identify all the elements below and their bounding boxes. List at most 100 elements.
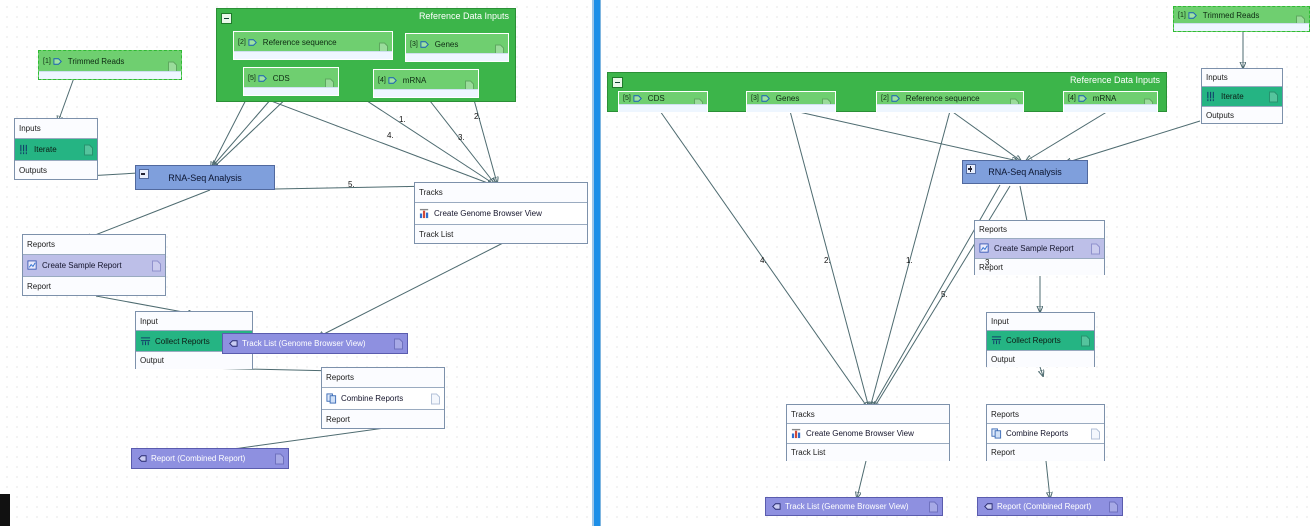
input-value-slot[interactable]: [406, 53, 508, 61]
input-chip-reference-sequence-right[interactable]: [2] Reference sequence: [876, 91, 1024, 113]
input-value-slot[interactable]: [374, 89, 478, 97]
input-chip-trimmed-reads-left[interactable]: [1] Trimmed Reads: [38, 50, 182, 80]
ports-report-label: Report: [23, 276, 165, 295]
input-chip-trimmed-reads-right[interactable]: [1] Trimmed Reads: [1173, 6, 1310, 32]
input-value-slot[interactable]: [234, 51, 392, 59]
input-index: [3]: [410, 40, 418, 48]
input-chip-cds-right[interactable]: [5] CDS: [618, 91, 708, 113]
node-body-genome-browser[interactable]: Create Genome Browser View: [415, 203, 587, 224]
input-value-slot[interactable]: [747, 104, 835, 112]
iterate-icon: [1206, 91, 1217, 102]
ports-tracks-label: Tracks: [787, 405, 949, 424]
node-label: Collect Reports: [1006, 336, 1061, 345]
edge-label-2-left: 2.: [474, 112, 481, 121]
input-chip-genes[interactable]: [3] Genes: [405, 33, 509, 62]
node-label: Create Genome Browser View: [434, 209, 542, 218]
pane-divider-scrollbar[interactable]: [594, 0, 600, 526]
ports-inputs-label: Inputs: [15, 119, 97, 139]
node-iterate-right[interactable]: Inputs Iterate Outputs: [1201, 68, 1283, 124]
pane-divider-line: [592, 0, 594, 526]
node-body-iterate[interactable]: Iterate: [15, 139, 97, 160]
document-icon: [152, 260, 161, 271]
ports-track-list-label: Track List: [787, 443, 949, 461]
node-body-iterate[interactable]: Iterate: [1202, 87, 1282, 106]
node-body-combine-reports[interactable]: Combine Reports: [322, 388, 444, 409]
combine-reports-icon: [991, 428, 1002, 439]
input-index: [2]: [238, 38, 246, 46]
input-chip-genes-right[interactable]: [3] Genes: [746, 91, 836, 113]
input-chip-cds[interactable]: [5] CDS: [243, 67, 339, 96]
input-chip-mrna[interactable]: [4] mRNA: [373, 69, 479, 98]
input-index: [4]: [378, 76, 386, 84]
node-collect-reports-right[interactable]: Input Collect Reports Output: [986, 312, 1095, 367]
input-index: [2]: [881, 95, 889, 102]
input-value-slot[interactable]: [244, 87, 338, 95]
input-value-slot[interactable]: [1174, 23, 1309, 31]
input-value-slot[interactable]: [39, 71, 181, 79]
node-label: Create Sample Report: [994, 244, 1074, 253]
ports-inputs-label: Inputs: [1202, 69, 1282, 87]
expand-plus-icon[interactable]: [966, 164, 976, 174]
output-chip-track-list-genome-browser-view-left[interactable]: Track List (Genome Browser View): [222, 333, 408, 354]
edge-label-1-right: 1.: [906, 256, 913, 265]
node-body-genome-browser[interactable]: Create Genome Browser View: [787, 424, 949, 443]
node-iterate-left[interactable]: Inputs Iterate Outputs: [14, 118, 98, 180]
output-chip-report-combined-report-left[interactable]: Report (Combined Report): [131, 448, 289, 469]
iterate-icon: [19, 144, 30, 155]
input-index: [1]: [43, 58, 51, 65]
node-body-combine-reports[interactable]: Combine Reports: [987, 424, 1104, 443]
node-body-sample-report[interactable]: Create Sample Report: [975, 239, 1104, 258]
node-rna-seq-analysis-left[interactable]: RNA-Seq Analysis: [135, 165, 275, 190]
ports-track-list-label: Track List: [415, 224, 587, 243]
node-create-genome-browser-view-right[interactable]: Tracks Create Genome Browser View Track …: [786, 404, 950, 461]
input-arrow-icon: [388, 75, 399, 86]
node-create-sample-report-right[interactable]: Reports Create Sample Report Report: [974, 220, 1105, 275]
node-label: Create Sample Report: [42, 261, 122, 270]
document-icon: [84, 144, 93, 155]
document-icon: [929, 501, 938, 512]
document-icon: [325, 76, 334, 89]
collapse-minus-icon[interactable]: [612, 77, 623, 88]
input-value-slot[interactable]: [619, 104, 707, 112]
collapse-minus-icon[interactable]: [139, 169, 149, 179]
document-icon: [1091, 243, 1100, 254]
edge-label-1-left: 1.: [399, 115, 406, 124]
ports-output-label: Output: [987, 350, 1094, 367]
group-reference-data-inputs-right[interactable]: Reference Data Inputs [5] CDS [3] Genes: [607, 72, 1167, 113]
input-arrow-icon: [258, 73, 269, 84]
ports-report-label: Report: [987, 443, 1104, 461]
output-chip-track-list-genome-browser-view-right[interactable]: Track List (Genome Browser View): [765, 497, 943, 516]
ports-output-label: Output: [136, 351, 252, 369]
node-rna-seq-analysis-right[interactable]: RNA-Seq Analysis: [962, 160, 1088, 184]
edge-label-4-left: 4.: [387, 131, 394, 140]
node-label: RNA-Seq Analysis: [988, 167, 1062, 177]
node-body-sample-report[interactable]: Create Sample Report: [23, 255, 165, 276]
collapse-minus-icon[interactable]: [221, 13, 232, 24]
node-body-collect-reports[interactable]: Collect Reports: [987, 331, 1094, 350]
edge-label-5-right: 5.: [941, 290, 948, 299]
output-label: Track List (Genome Browser View): [785, 502, 909, 511]
output-arrow-icon: [982, 501, 993, 512]
edge-label-3-left: 3.: [458, 133, 465, 142]
combine-reports-icon: [326, 393, 337, 404]
genome-browser-icon: [791, 428, 802, 439]
output-label: Track List (Genome Browser View): [242, 339, 366, 348]
collect-reports-icon: [991, 335, 1002, 346]
node-create-sample-report-left[interactable]: Reports Create Sample Report Report: [22, 234, 166, 296]
input-chip-mrna-right[interactable]: [4] mRNA: [1063, 91, 1158, 113]
node-create-genome-browser-view-left[interactable]: Tracks Create Genome Browser View Track …: [414, 182, 588, 244]
output-chip-report-combined-report-right[interactable]: Report (Combined Report): [977, 497, 1123, 516]
group-reference-data-inputs-left[interactable]: Reference Data Inputs [2] Reference sequ…: [216, 8, 516, 102]
ports-reports-label: Reports: [987, 405, 1104, 424]
input-index: [5]: [623, 95, 631, 102]
input-value-slot[interactable]: [1064, 104, 1157, 112]
input-arrow-icon: [633, 93, 644, 104]
node-combine-reports-right[interactable]: Reports Combine Reports Report: [986, 404, 1105, 461]
output-arrow-icon: [136, 453, 147, 464]
node-combine-reports-left[interactable]: Reports Combine Reports Report: [321, 367, 445, 429]
collect-reports-icon: [140, 336, 151, 347]
edge-label-2-right: 2.: [824, 256, 831, 265]
input-chip-reference-sequence[interactable]: [2] Reference sequence: [233, 31, 393, 60]
output-arrow-icon: [227, 338, 238, 349]
input-value-slot[interactable]: [877, 104, 1023, 112]
